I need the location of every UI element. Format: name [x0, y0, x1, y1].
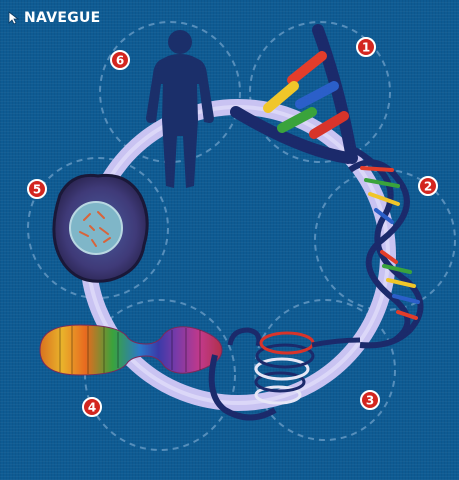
svg-text:2: 2: [424, 180, 432, 194]
circle-helix: [314, 169, 456, 311]
coiled-dna-illustration: [208, 327, 361, 421]
dna-bases-illustration: [230, 24, 358, 164]
human-silhouette: [146, 30, 214, 188]
svg-text:3: 3: [366, 394, 374, 408]
navegue-label: NAVEGUE: [24, 10, 101, 26]
circle-human: [99, 21, 241, 163]
circle-coil: [254, 299, 396, 441]
step-badge-4[interactable]: 4: [82, 397, 102, 417]
svg-text:1: 1: [362, 41, 370, 55]
step-badge-5[interactable]: 5: [27, 179, 47, 199]
step-badge-1[interactable]: 1: [356, 37, 376, 57]
cursor-arrow-icon: [8, 11, 20, 25]
step-badges: 1 2 3 4 5 6: [27, 37, 438, 417]
circle-nucleus: [27, 157, 169, 299]
svg-text:4: 4: [88, 401, 96, 415]
svg-text:5: 5: [33, 183, 41, 197]
step-badge-2[interactable]: 2: [418, 176, 438, 196]
dna-helix-illustration: [348, 147, 424, 349]
chromosome-illustration: [39, 324, 223, 376]
cell-nucleus-illustration: [52, 173, 149, 283]
step-badge-6[interactable]: 6: [110, 50, 130, 70]
navegue-link[interactable]: NAVEGUE: [8, 10, 101, 26]
step-badge-3[interactable]: 3: [360, 390, 380, 410]
svg-text:6: 6: [116, 54, 124, 68]
circle-bases: [249, 21, 391, 163]
